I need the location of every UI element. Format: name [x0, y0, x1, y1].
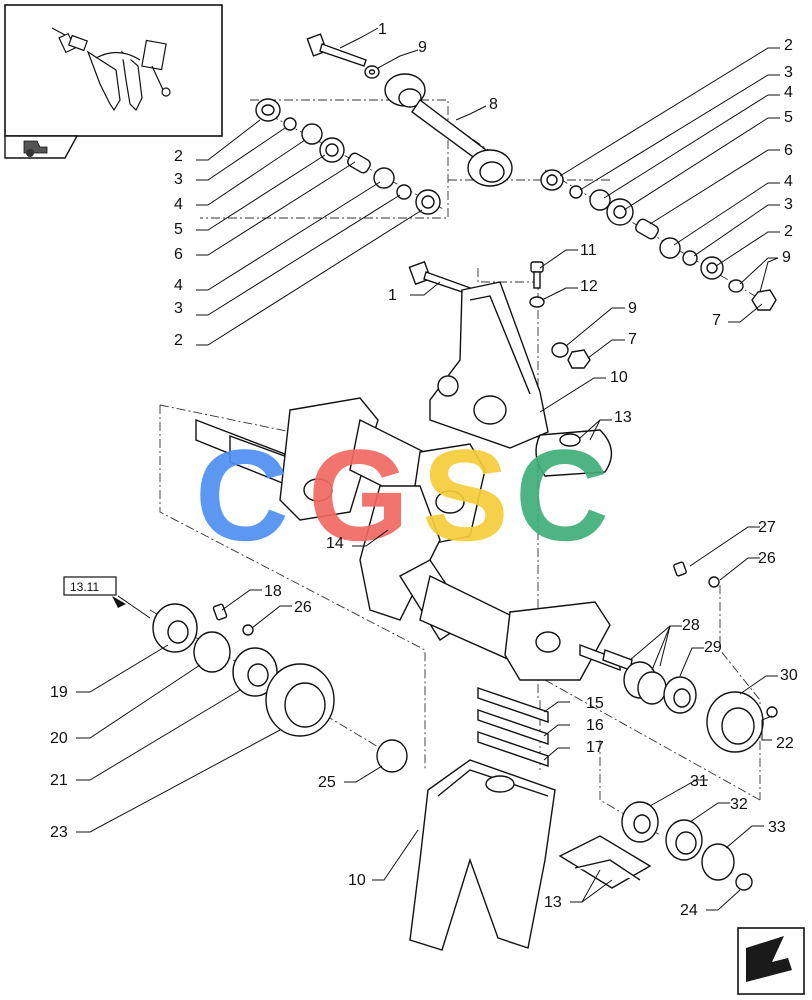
callout-13-top: 13 — [614, 409, 632, 426]
watermark-letter-s: S — [422, 422, 509, 568]
thumbnail-assembly-icon — [51, 27, 171, 112]
callout-1-top: 1 — [378, 21, 387, 38]
callout-6-right: 6 — [784, 142, 793, 159]
half-shell-13-top — [535, 429, 613, 477]
callout-4-right-a: 4 — [784, 84, 793, 101]
callout-17: 17 — [586, 739, 604, 756]
callout-25: 25 — [318, 774, 336, 791]
right-side-parts — [621, 561, 778, 891]
callout-9-top: 9 — [418, 39, 427, 56]
callout-2-right-b: 2 — [784, 223, 793, 240]
callout-2-left-b: 2 — [174, 332, 183, 349]
callout-28: 28 — [682, 617, 700, 634]
callout-4-right-b: 4 — [784, 173, 793, 190]
callout-31: 31 — [690, 773, 708, 790]
callout-10-bottom: 10 — [348, 872, 366, 889]
assembly-axis-lines — [149, 99, 771, 836]
washer-9-top — [364, 65, 380, 79]
callout-9-middle: 9 — [628, 300, 637, 317]
callout-10-top: 10 — [610, 369, 628, 386]
callout-13-bottom: 13 — [544, 894, 562, 911]
callout-22: 22 — [776, 735, 794, 752]
bottom-left-parts — [152, 603, 408, 773]
callout-8: 8 — [489, 96, 498, 113]
reference-box[interactable]: 13.11 — [63, 576, 126, 608]
thumbnail-panel — [4, 4, 223, 159]
link-arm-8 — [384, 73, 513, 187]
callout-3-right-a: 3 — [784, 64, 793, 81]
shims-15-16-17 — [477, 687, 549, 767]
upper-bracket-10 — [429, 281, 549, 449]
callout-3-right-b: 3 — [784, 196, 793, 213]
rocker-shaft-14 — [195, 397, 633, 681]
watermark-letter-c1: C — [195, 422, 289, 568]
callout-1-middle: 1 — [388, 287, 397, 304]
watermark-letter-c2: C — [515, 422, 609, 568]
callout-26-left: 26 — [294, 599, 312, 616]
callout-14: 14 — [326, 535, 344, 552]
callout-numbers: 1 9 8 2 3 4 5 6 4 3 2 2 3 4 5 6 4 3 2 9 … — [50, 21, 798, 919]
lower-bracket-10 — [409, 759, 556, 951]
next-page-arrow-icon[interactable] — [737, 927, 805, 995]
bolt-1-top — [306, 33, 367, 67]
callout-3-left-a: 3 — [174, 171, 183, 188]
screw-11 — [529, 261, 545, 308]
callout-9-right: 9 — [782, 249, 791, 266]
watermark-letter-g: G — [308, 422, 409, 568]
callout-2-right-a: 2 — [784, 37, 793, 54]
callout-32: 32 — [730, 796, 748, 813]
callout-29: 29 — [704, 639, 722, 656]
reference-box-label: 13.11 — [70, 580, 99, 594]
callout-19: 19 — [50, 684, 68, 701]
callout-16: 16 — [586, 717, 604, 734]
tractor-symbol-icon — [4, 135, 79, 159]
left-bearing-stack — [255, 98, 441, 215]
callout-21: 21 — [50, 772, 68, 789]
leader-lines — [76, 27, 780, 911]
callout-5-left: 5 — [174, 221, 183, 238]
watermark: C G S C — [195, 422, 609, 568]
callout-12: 12 — [580, 278, 598, 295]
right-bearing-stack — [540, 169, 777, 311]
callout-7-middle: 7 — [628, 331, 637, 348]
half-shell-13-bottom — [558, 835, 652, 889]
callout-20: 20 — [50, 730, 68, 747]
callout-24: 24 — [680, 902, 698, 919]
callout-26-right: 26 — [758, 550, 776, 567]
callout-33: 33 — [768, 819, 786, 836]
callout-4-left-b: 4 — [174, 277, 183, 294]
callout-23: 23 — [50, 824, 68, 841]
callout-5-right: 5 — [784, 109, 793, 126]
washer-9-nut-7-middle — [551, 342, 591, 369]
callout-15: 15 — [586, 695, 604, 712]
callout-11: 11 — [580, 242, 597, 259]
callout-27: 27 — [758, 519, 776, 536]
callout-7-right: 7 — [712, 312, 721, 329]
callout-3-left-b: 3 — [174, 300, 183, 317]
callout-4-left-a: 4 — [174, 196, 183, 213]
callout-2-left-a: 2 — [174, 148, 183, 165]
callout-6-left: 6 — [174, 246, 183, 263]
callout-18: 18 — [264, 583, 282, 600]
callout-30: 30 — [780, 667, 798, 684]
